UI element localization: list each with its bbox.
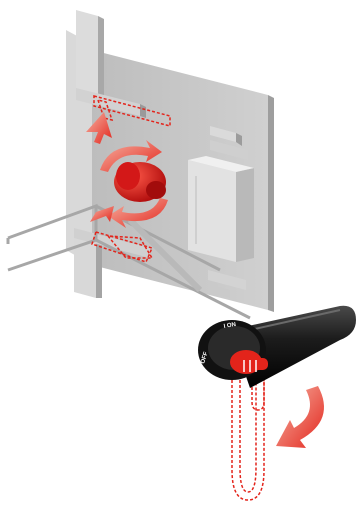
- rotary-handle: I ON O OFF: [198, 306, 356, 388]
- curved-arrow-icon: [276, 386, 324, 448]
- switch-body: [188, 156, 254, 262]
